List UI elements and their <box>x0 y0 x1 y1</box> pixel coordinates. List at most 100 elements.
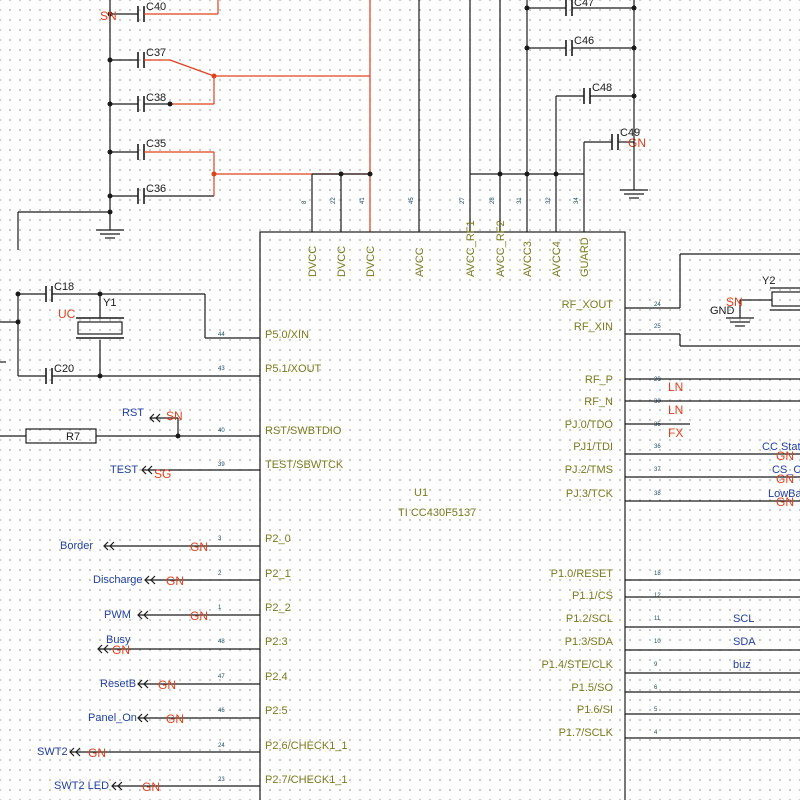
ic-left-pin-name: RST/SWBTDIO <box>265 425 342 437</box>
ic-right-pin-number: 12 <box>654 593 661 599</box>
ic-left-pin-name: P2.3 <box>265 636 288 648</box>
ic-right-pin-number: 11 <box>654 616 661 622</box>
net-label-buz: buz <box>733 659 751 671</box>
cap-label: C37 <box>146 47 166 59</box>
ic-right-pin-number: 38 <box>654 491 661 497</box>
net-label-cs-c: CS_C <box>772 464 800 476</box>
ic-top-pin-number: 41 <box>360 197 366 204</box>
ic-right-pin-number: 9 <box>654 662 658 668</box>
ic-right-pin-name: P1.4/STE/CLK <box>541 659 613 671</box>
ic-right-pin-number: 5 <box>654 707 658 713</box>
ic-left-pin-name: P2.7/CHECK1_1 <box>265 774 348 786</box>
ic-right-pin-name: P1.1/CS <box>572 590 613 602</box>
cap-label: C38 <box>146 92 166 104</box>
ic-right-pin-name: RF_N <box>584 396 613 408</box>
net-label-border: Border <box>60 540 93 552</box>
net-label-lowbat: LowBa <box>768 488 800 500</box>
ic-right-pin-number: 10 <box>654 639 661 645</box>
ic-top-pin-name: AVCC3 <box>522 241 534 277</box>
cap-label: C36 <box>146 183 166 195</box>
ic-left-pin-number: 47 <box>218 674 225 680</box>
cap-label: C20 <box>54 363 74 375</box>
ic-right-pin-number: 29 <box>654 377 661 383</box>
gnd-label: GND <box>710 305 735 317</box>
ic-top-pin-number: 8 <box>302 200 308 204</box>
ic-right-pin-number: 36 <box>654 444 661 450</box>
net-label-swt2: SWT2 <box>37 746 68 758</box>
ic-right-pin-name: RF_XIN <box>574 321 613 333</box>
net-label-swt2-led: SWT2 LED <box>54 780 109 792</box>
ic-top-pin-name: AVCC4 <box>551 241 563 277</box>
ic-left-pin-number: 23 <box>218 777 225 783</box>
ic-right-pin-name: P1.5/SO <box>571 682 613 694</box>
status-mark-fx: FX <box>668 426 683 440</box>
status-mark-ln: LN <box>668 380 683 394</box>
ic-right-pin-name: RF_XOUT <box>562 299 614 311</box>
ic-left-pin-name: P2_2 <box>265 602 291 614</box>
ic-left-pin-number: 43 <box>218 366 225 372</box>
ic-left-pin-name: P5.1/XOUT <box>265 363 322 375</box>
status-mark-gn: GN <box>776 495 794 509</box>
ic-right-pin-name: P1.7/SCLK <box>559 727 614 739</box>
top-pin-labels: DVCC8DVCC22DVCC41AVCC45AVCC_RF127AVCC_RF… <box>302 197 591 277</box>
ic-left-pin-number: 46 <box>218 708 225 714</box>
status-mark-gn: GN <box>88 746 106 760</box>
reset-network: R7 RST SN <box>0 407 260 444</box>
status-mark-gn: GN <box>776 472 794 486</box>
ic-left-pin-name: P2.4 <box>265 671 288 683</box>
ic-right-pin-name: P1.3/SDA <box>565 636 614 648</box>
ic-right-pin-number: 30 <box>654 399 661 405</box>
ic-top-pin-name: DVCC <box>365 246 377 277</box>
cap-label: C46 <box>574 35 594 47</box>
cap-label: C47 <box>574 0 594 9</box>
ic-top-pin-name: DVCC <box>307 246 319 277</box>
net-label-scl: SCL <box>733 613 754 625</box>
ic-right-pin-number: 24 <box>654 302 661 308</box>
net-label-panel-on: Panel_On <box>88 712 137 724</box>
status-mark-gn: GN <box>112 643 130 657</box>
cap-label: C18 <box>54 281 74 293</box>
net-label-cc-state: CC State <box>762 441 800 453</box>
ic-top-pin-number: 22 <box>331 197 337 204</box>
net-label-rst: RST <box>122 407 144 419</box>
ic-right-pin-number: 35 <box>654 422 661 428</box>
ic-right-pin-number: 37 <box>654 467 661 473</box>
cap-label: C49 <box>620 127 640 139</box>
net-label-test: TEST <box>110 464 138 476</box>
ic-right-pin-name: RF_P <box>585 374 613 386</box>
dvcc-decoupling: C40 C37 C38 C35 C36 <box>17 0 371 250</box>
crystal-label: Y1 <box>103 297 116 309</box>
ic-top-pin-name: AVCC <box>414 247 426 277</box>
status-mark-gn: GN <box>190 540 208 554</box>
ic-left-pin-number: 3 <box>218 536 222 542</box>
crystal-label: Y2 <box>762 275 775 287</box>
ic-top-pin-number: 32 <box>546 197 552 204</box>
ic-left-pin-number: 40 <box>218 428 225 434</box>
ic-top-pin-number: 34 <box>574 197 580 204</box>
status-mark-gn: GN <box>628 136 646 150</box>
ic-left-pin-name: P2_0 <box>265 533 291 545</box>
ic-right-pin-number: 6 <box>654 685 658 691</box>
ic-left-pin-name: P2_1 <box>265 568 291 580</box>
status-mark-gn: GN <box>158 678 176 692</box>
status-mark-gn: GN <box>776 449 794 463</box>
status-mark-ln: LN <box>668 403 683 417</box>
ic-right-pin-number: 4 <box>654 730 658 736</box>
y2-crystal-network: Y2 GND SN <box>625 253 800 347</box>
net-label-sda: SDA <box>733 636 756 648</box>
ic-body <box>259 231 626 800</box>
ic-left-pin-number: 39 <box>218 462 225 468</box>
cap-label: C48 <box>592 82 612 94</box>
ic-right-pin-name: P1.2/SCL <box>566 613 613 625</box>
ic-left-pin-number: 24 <box>218 743 225 749</box>
ic-right-pin-name: PJ.3/TCK <box>566 488 614 500</box>
ic-left-pin-number: 44 <box>218 332 225 338</box>
y1-crystal-network: C18 C20 Y1 UC <box>0 281 260 384</box>
ic-part: TI CC430F5137 <box>398 507 476 519</box>
ic-top-pin-number: 28 <box>490 197 496 204</box>
ic-top-pin-name: GUARD <box>579 237 591 277</box>
status-mark-gn: GN <box>166 574 184 588</box>
status-mark-uc: UC <box>58 307 76 321</box>
